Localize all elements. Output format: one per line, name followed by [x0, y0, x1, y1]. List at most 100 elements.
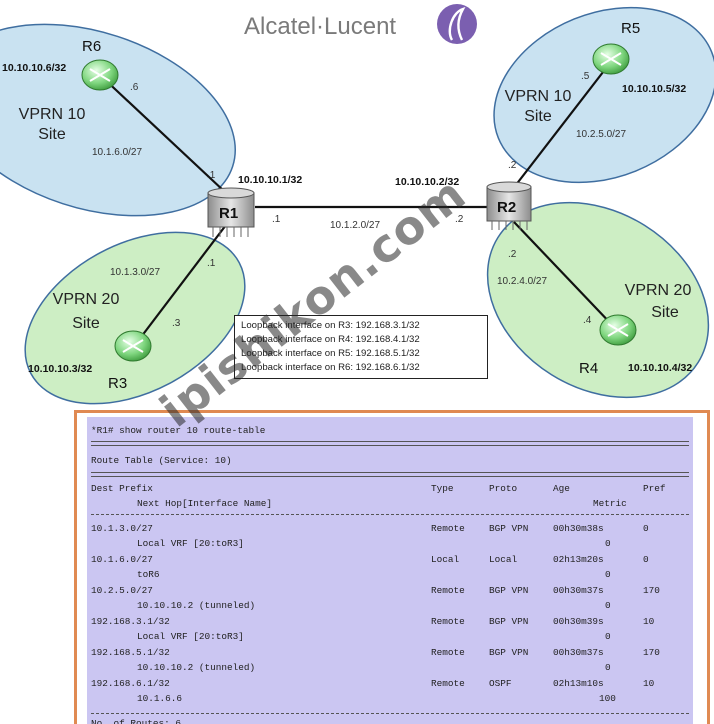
route-pref: 10 — [643, 678, 655, 689]
route-age: 02h13m20s — [553, 554, 604, 565]
r2-name: R2 — [497, 199, 516, 216]
route-row-detail: Local VRF [20:toR3] 0 — [91, 629, 689, 644]
r5-name: R5 — [621, 20, 640, 37]
link-r2-r4-far-end: .4 — [583, 315, 592, 326]
header-next-hop: Next Hop[Interface Name] — [137, 498, 273, 509]
separator — [91, 441, 689, 446]
r3-system-ip: 10.10.10.3/32 — [28, 363, 92, 375]
route-prefix: 192.168.3.1/32 — [91, 616, 170, 627]
loopback-r5: Loopback interface on R5: 192.168.5.1/32 — [241, 348, 420, 359]
route-next-hop: 10.10.10.2 (tunneled) — [137, 662, 256, 673]
route-prefix: 10.2.5.0/27 — [91, 585, 153, 596]
route-row-detail: 10.1.6.6 100 — [91, 691, 689, 706]
route-next-hop: Local VRF [20:toR3] — [137, 538, 244, 549]
link-r1-r3-far-end: .3 — [172, 318, 181, 329]
router-r6-icon — [81, 59, 119, 91]
route-pref: 0 — [643, 523, 649, 534]
r6-system-ip: 10.10.10.6/32 — [2, 62, 66, 74]
header-type: Type — [431, 483, 454, 494]
route-row-detail: 10.10.10.2 (tunneled) 0 — [91, 598, 689, 613]
route-type: Remote — [431, 616, 465, 627]
route-next-hop: 10.10.10.2 (tunneled) — [137, 600, 256, 611]
route-next-hop: Local VRF [20:toR3] — [137, 631, 244, 642]
route-metric: 0 — [605, 631, 611, 642]
route-next-hop: toR6 — [137, 569, 160, 580]
brand-logo-icon — [437, 4, 477, 44]
route-metric: 0 — [605, 569, 611, 580]
header-dest-prefix: Dest Prefix — [91, 483, 153, 494]
separator — [91, 713, 689, 714]
header-row-1: Dest Prefix Type Proto Age Pref — [91, 481, 689, 496]
route-proto: BGP VPN — [489, 523, 529, 534]
site-r5-label-1: VPRN 10 — [505, 88, 572, 105]
router-r4-icon — [599, 314, 637, 346]
site-r3-ellipse — [24, 231, 246, 405]
route-metric: 100 — [599, 693, 616, 704]
link-r1-r6-subnet: 10.1.6.0/27 — [92, 147, 142, 158]
route-age: 02h13m10s — [553, 678, 604, 689]
route-metric: 0 — [605, 600, 611, 611]
route-metric: 0 — [605, 538, 611, 549]
route-next-hop: 10.1.6.6 — [137, 693, 183, 704]
link-r1-r2-far-end: .2 — [455, 214, 464, 225]
link-r1-r6-r1-end: .1 — [207, 170, 216, 181]
route-type: Local — [431, 554, 460, 565]
router-r2-icon — [486, 181, 532, 230]
network-diagram: Alcatel·Lucent VPRN 10 Site VPRN 10 Site… — [0, 4, 714, 405]
router-r5-icon — [592, 43, 630, 75]
site-r6-label-2: Site — [38, 126, 66, 143]
cli-output: *R1# show router 10 route-table Route Ta… — [87, 417, 693, 724]
link-r1-r2-r1-end: .1 — [272, 214, 281, 225]
loopback-r4: Loopback interface on R4: 192.168.4.1/32 — [241, 334, 420, 345]
header-row-2: Next Hop[Interface Name] Metric — [91, 496, 689, 511]
route-age: 00h30m39s — [553, 616, 604, 627]
link-r2-r5-far-end: .5 — [581, 71, 590, 82]
route-prefix: 10.1.6.0/27 — [91, 554, 153, 565]
route-pref: 170 — [643, 647, 660, 658]
site-r3-label-2: Site — [72, 315, 100, 332]
route-count: No. of Routes: 6 — [91, 718, 182, 724]
route-age: 00h30m38s — [553, 523, 604, 534]
site-r5-label-2: Site — [524, 108, 552, 125]
route-prefix: 10.1.3.0/27 — [91, 523, 153, 534]
site-r4-label-2: Site — [651, 304, 679, 321]
separator — [91, 514, 689, 515]
link-r2-r4-subnet: 10.2.4.0/27 — [497, 276, 547, 287]
link-r1-r6 — [99, 74, 226, 193]
link-r2-r5-r2-end: .2 — [508, 160, 517, 171]
route-age: 00h30m37s — [553, 585, 604, 596]
route-type: Remote — [431, 678, 465, 689]
cli-output-panel: *R1# show router 10 route-table Route Ta… — [74, 410, 710, 724]
separator — [91, 472, 689, 477]
header-age: Age — [553, 483, 570, 494]
route-row: 10.1.6.0/27 Local Local 02h13m20s 0 — [91, 552, 689, 567]
header-proto: Proto — [489, 483, 518, 494]
site-r6-ellipse — [0, 23, 236, 217]
route-proto: BGP VPN — [489, 647, 529, 658]
route-pref: 0 — [643, 554, 649, 565]
route-row-detail: 10.10.10.2 (tunneled)0 — [91, 660, 689, 675]
cli-command: *R1# show router 10 route-table — [91, 425, 266, 436]
link-r1-r6-far-end: .6 — [130, 82, 139, 93]
route-row-detail: Local VRF [20:toR3] 0 — [91, 536, 689, 551]
route-type: Remote — [431, 585, 465, 596]
route-prefix: 192.168.5.1/32 — [91, 647, 170, 658]
route-proto: Local — [489, 554, 518, 565]
loopback-r6: Loopback interface on R6: 192.168.6.1/32 — [241, 362, 420, 373]
route-pref: 10 — [643, 616, 655, 627]
site-r4-label-1: VPRN 20 — [625, 282, 692, 299]
header-pref: Pref — [643, 483, 666, 494]
route-age: 00h30m37s — [553, 647, 604, 658]
r1-system-ip: 10.10.10.1/32 — [238, 174, 302, 186]
route-proto: OSPF — [489, 678, 512, 689]
r2-system-ip: 10.10.10.2/32 — [395, 176, 459, 188]
r6-name: R6 — [82, 38, 101, 55]
site-r3-label-1: VPRN 20 — [53, 291, 120, 308]
r5-system-ip: 10.10.10.5/32 — [622, 83, 686, 95]
brand-logo-text: Alcatel·Lucent — [244, 13, 396, 40]
router-r1-icon — [207, 187, 255, 237]
